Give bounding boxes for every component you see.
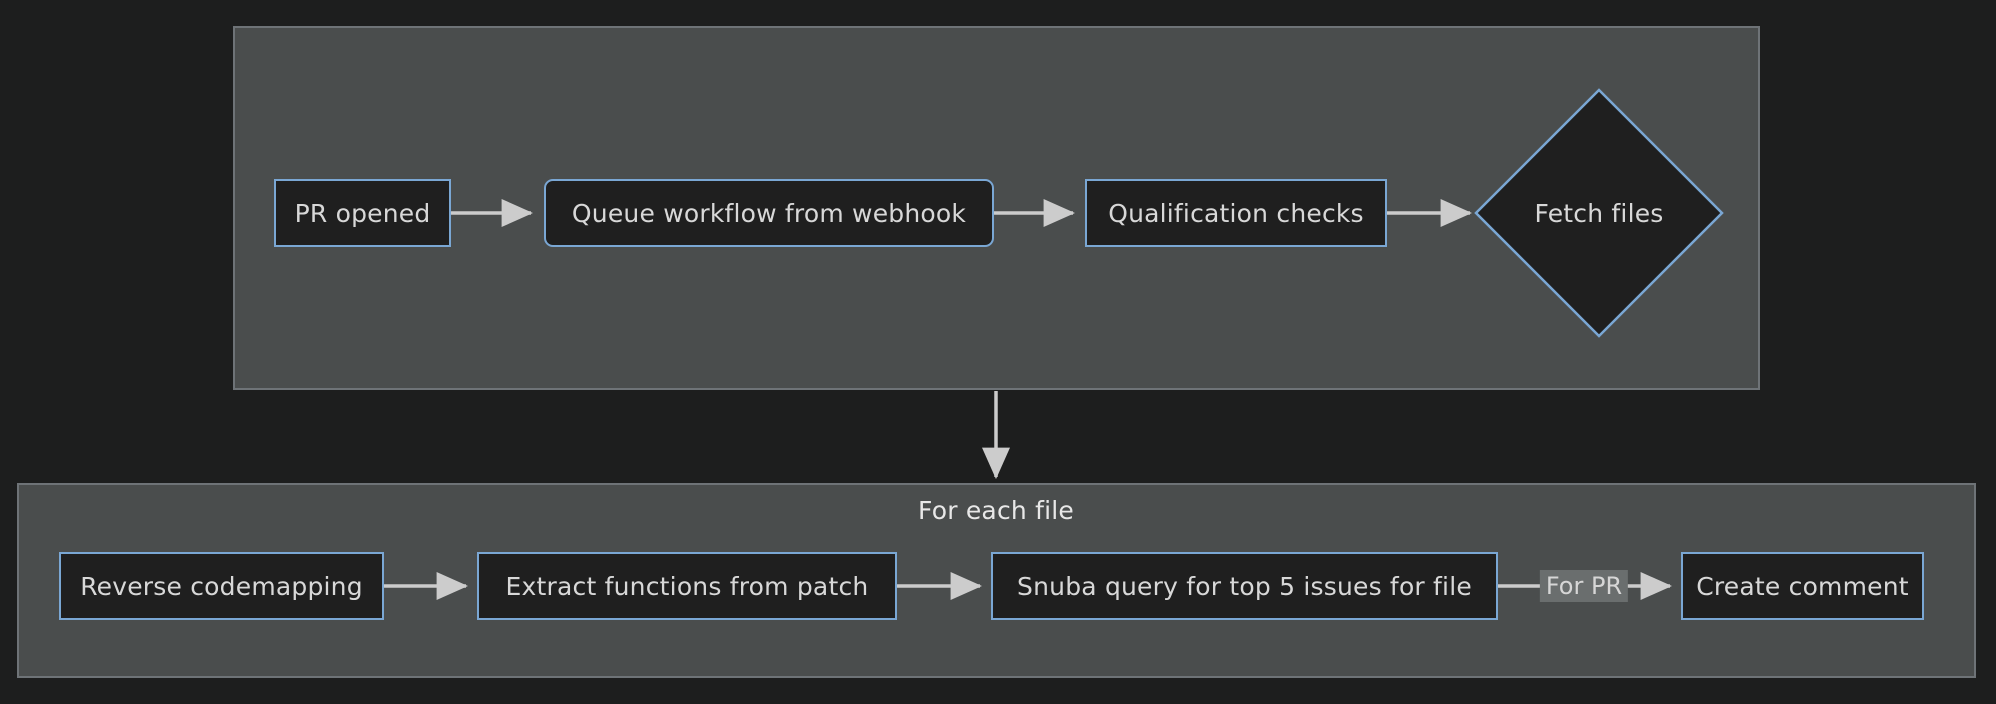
node-queue-workflow[interactable]: Queue workflow from webhook	[544, 179, 994, 247]
diamond-shape	[1474, 88, 1724, 338]
node-extract-functions-from-patch[interactable]: Extract functions from patch	[477, 552, 897, 620]
edge-label-for-pr: For PR	[1539, 570, 1629, 602]
subgraph-for-each-file-title: For each file	[918, 496, 1074, 525]
node-fetch-files[interactable]: Fetch files	[1473, 87, 1725, 339]
node-snuba-query[interactable]: Snuba query for top 5 issues for file	[991, 552, 1498, 620]
node-qualification-checks[interactable]: Qualification checks	[1085, 179, 1387, 247]
node-reverse-codemapping[interactable]: Reverse codemapping	[59, 552, 384, 620]
node-pr-opened[interactable]: PR opened	[274, 179, 451, 247]
node-create-comment[interactable]: Create comment	[1681, 552, 1924, 620]
